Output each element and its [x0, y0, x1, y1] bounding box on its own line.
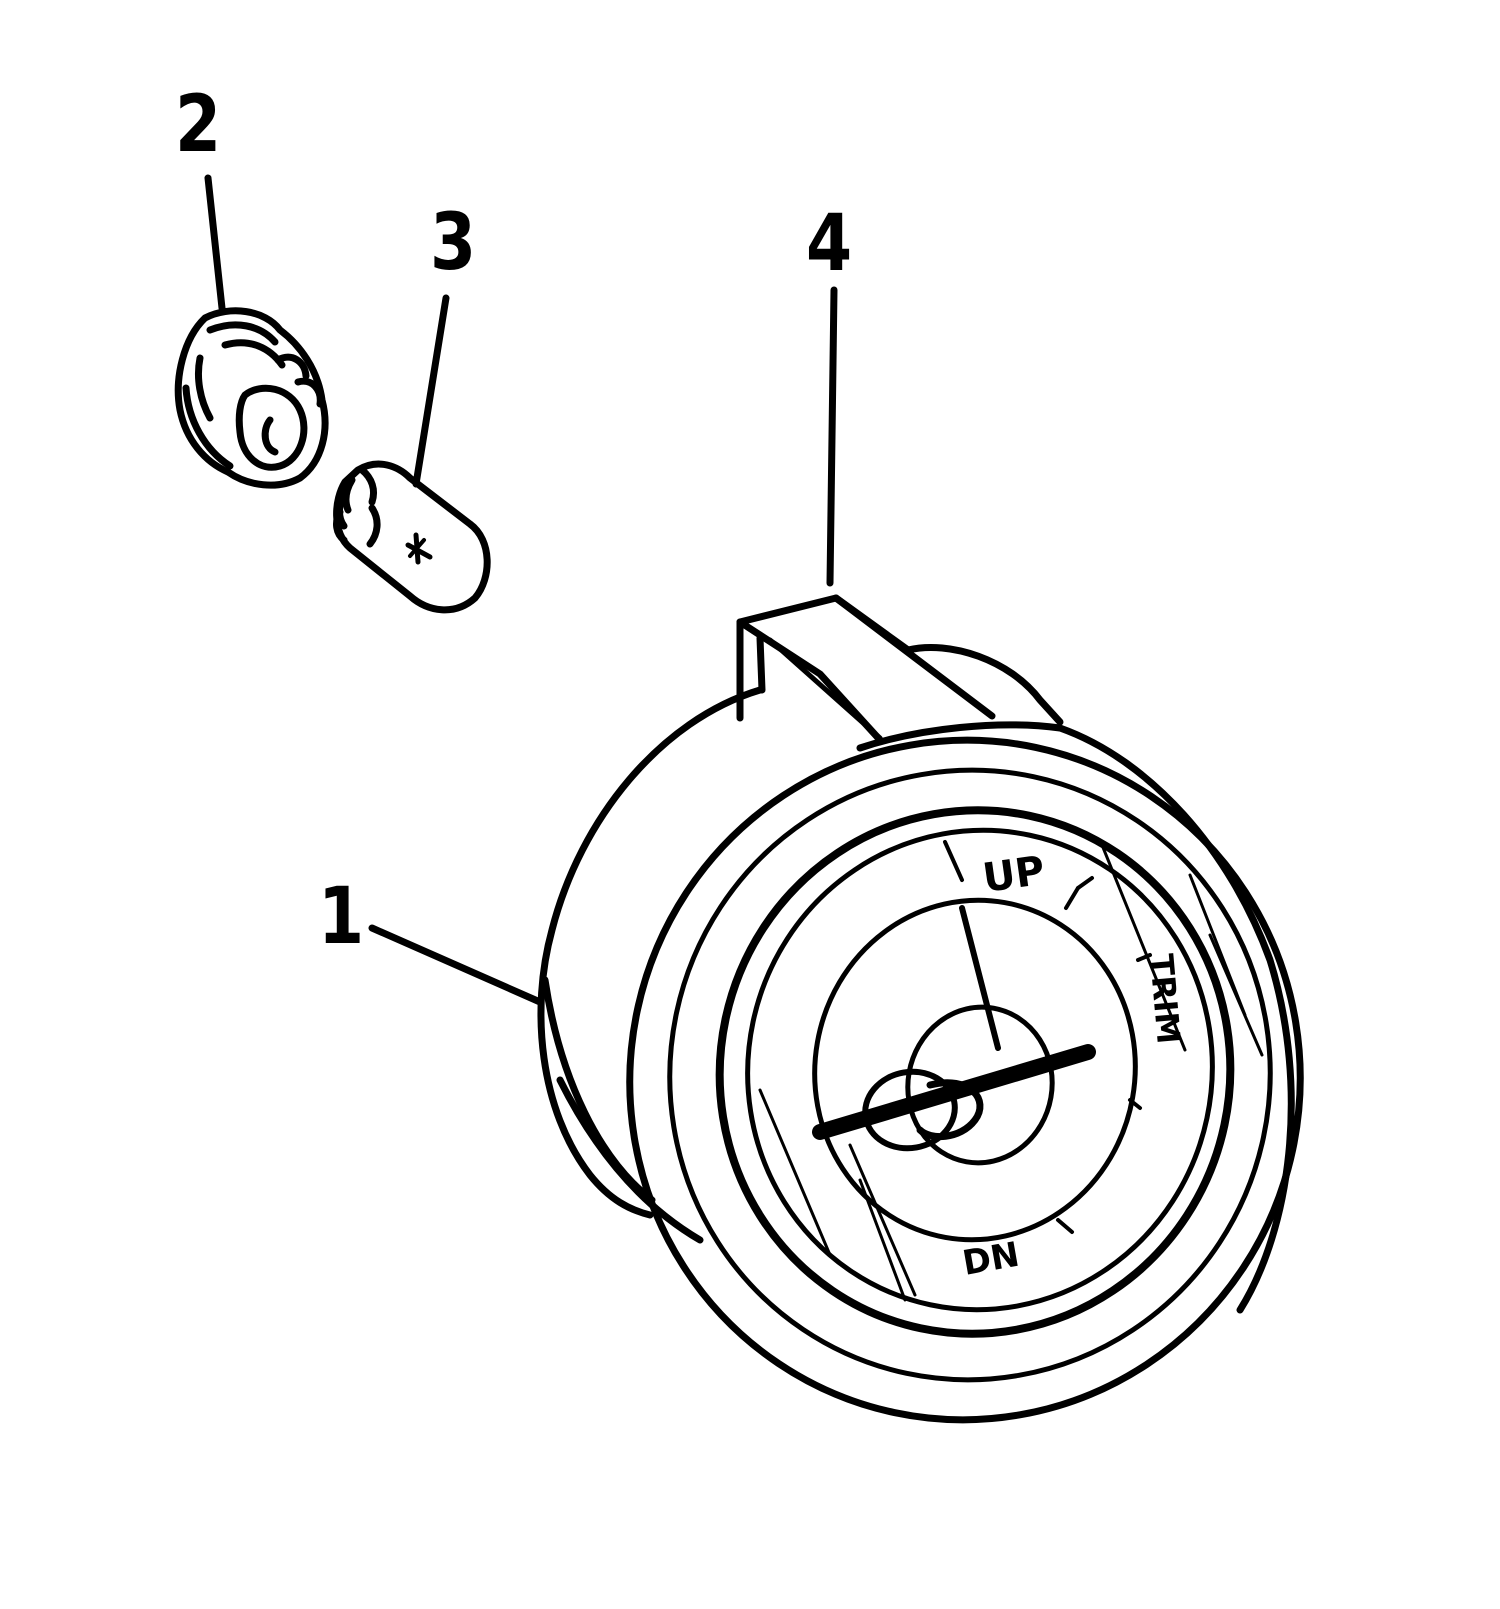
- gauge-housing-part: [537, 686, 1295, 1314]
- callout-4: 4: [806, 199, 853, 289]
- gauge-bezel: [626, 736, 1304, 1424]
- leader-line-2: [204, 174, 226, 312]
- gauge-dial: [758, 838, 1264, 1302]
- callout-2: 2: [175, 80, 222, 170]
- bulb-part: [333, 460, 491, 614]
- mounting-bracket-part: [736, 594, 1064, 744]
- leader-line-3: [412, 294, 450, 488]
- leader-line-1: [368, 924, 544, 1006]
- bulb-socket-part: [174, 307, 329, 489]
- gauge-label-trim: TRIM: [1142, 952, 1188, 1045]
- gauge-needle: [812, 905, 1096, 1152]
- gauge-label-dn: DN: [960, 1235, 1023, 1284]
- gauge-label-up: UP: [980, 848, 1048, 902]
- callout-1: 1: [318, 872, 365, 962]
- callout-3: 3: [430, 198, 477, 288]
- leader-line-4: [826, 286, 838, 587]
